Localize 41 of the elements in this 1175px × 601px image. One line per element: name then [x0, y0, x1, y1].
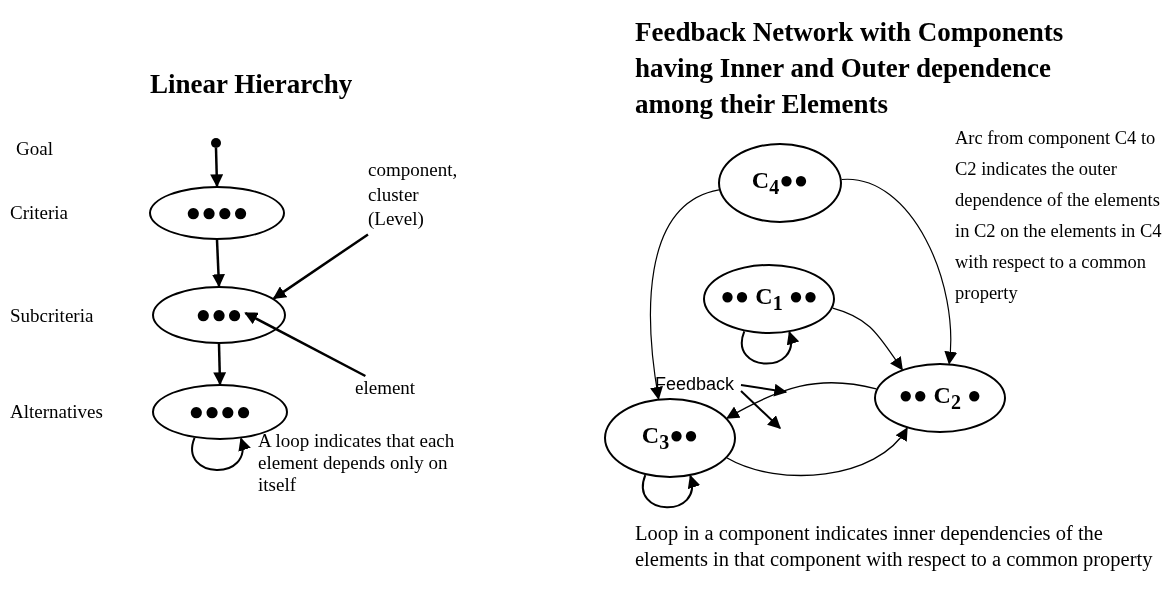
loop-arrow: [191, 436, 250, 471]
goal-dot: [211, 138, 221, 148]
component-ellipse: [149, 186, 285, 240]
arrow: [213, 343, 227, 386]
leader-line: [740, 383, 788, 397]
section-heading: Linear Hierarchy: [150, 68, 354, 100]
arrow: [832, 307, 903, 371]
level-label: Goal: [16, 137, 54, 161]
section-heading: Feedback Network with Components having Inner and Outer dependence among their Elements: [635, 16, 1065, 121]
loop-arrow: [641, 474, 699, 509]
component-label: C$_{3}$●●: [641, 422, 699, 454]
arrow: [841, 178, 957, 365]
component-label: ●● C$_{1}$ ●●: [720, 283, 818, 315]
component-ellipse: [152, 286, 286, 344]
leader-line: [740, 390, 781, 429]
element-dots: ●●●: [195, 303, 243, 327]
leader-line: [272, 233, 369, 300]
level-label: Criteria: [10, 201, 70, 225]
leader-line: [244, 311, 366, 378]
level-label: Subcriteria: [10, 304, 95, 328]
annotation-text: element: [355, 376, 425, 400]
arrow: [726, 427, 908, 477]
arrow: [726, 382, 877, 419]
component-ellipse: [874, 363, 1006, 433]
loop-arrow: [740, 330, 798, 365]
component-label: C$_{4}$●●: [751, 167, 809, 199]
note-text: Arc from component C4 to C2 indicates the outer dependence of the elements in C2 on the elements in C4 with respect to a common property: [955, 127, 1163, 305]
note-text: A loop indicates that each element depends only on itself: [258, 430, 456, 496]
arrow: [649, 189, 720, 400]
component-ellipse: [604, 398, 736, 478]
arrow: [212, 239, 225, 288]
feedback-label: Feedback: [655, 373, 741, 397]
component-label: ●● C$_{2}$ ●: [898, 382, 982, 414]
level-label: Alternatives: [10, 400, 104, 424]
component-ellipse: [703, 264, 835, 334]
element-dots: ●●●●: [188, 400, 252, 424]
component-ellipse: [718, 143, 842, 223]
element-dots: ●●●●: [185, 201, 249, 225]
arrow: [210, 147, 224, 188]
annotation-text: component, cluster (Level): [368, 158, 476, 238]
note-text: Loop in a component indicates inner dependencies of the elements in that component with respect to a common property: [635, 521, 1154, 572]
